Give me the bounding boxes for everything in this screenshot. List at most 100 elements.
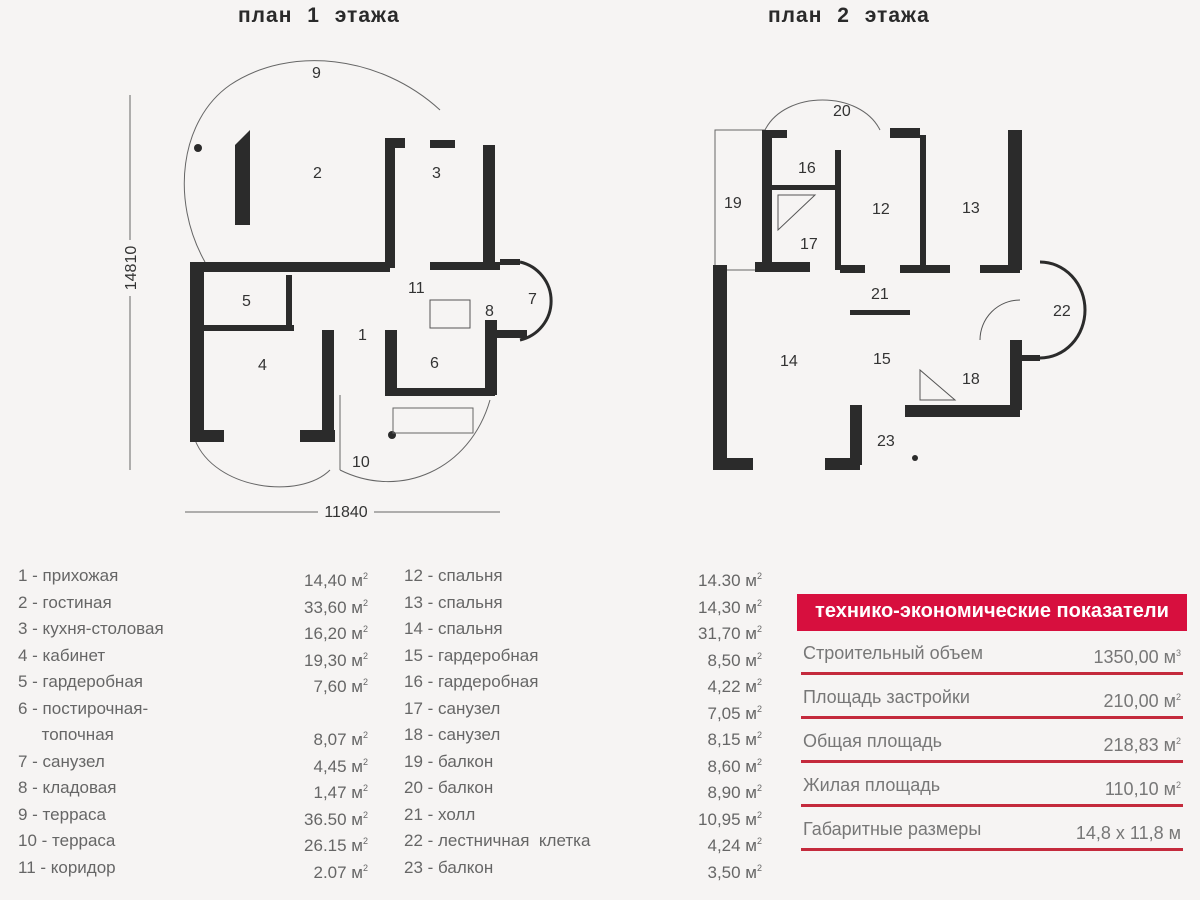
room-name: 16 - гардеробная	[404, 672, 539, 691]
room-area: 33,60 м2	[304, 597, 368, 617]
room-list-item: 12 - спальня 14.30 м2	[404, 563, 762, 590]
room-label: 7	[528, 291, 537, 308]
room-area: 26.15 м2	[304, 836, 368, 855]
room-label: 19	[724, 195, 742, 212]
room-list-item: 13 - спальня 14,30 м2	[404, 590, 762, 617]
room-name: 12 - спальня	[404, 566, 503, 585]
room-name: 9 - терраса	[18, 804, 106, 824]
room-area: 7,05 м2	[707, 703, 762, 723]
floor1-room-labels: 1 2 3 4 5 6 7 8 9 10 11	[242, 65, 537, 471]
tech-row: Строительный объем 1350,00 м3	[801, 631, 1183, 675]
floor-plan-1-dimensions	[129, 95, 500, 513]
tech-label: Строительный объем	[803, 643, 983, 663]
floor-plans: 11840 14810 1 2 3 4 5 6 7 8 9 10 11	[123, 60, 1087, 521]
room-area: 8,07 м2	[313, 730, 368, 749]
room-area: 14,30 м2	[698, 597, 762, 617]
room-area: 1,47 м2	[313, 783, 368, 802]
room-label: 20	[833, 103, 851, 120]
room-name: 14 - спальня	[404, 619, 503, 638]
room-area: 7,60 м2	[313, 677, 368, 696]
tech-label: Габаритные размеры	[803, 819, 982, 839]
room-list-item: 14 - спальня 31,70 м2	[404, 616, 762, 643]
room-name: 2 - гостиная	[18, 592, 112, 612]
room-label: 6	[430, 355, 439, 372]
room-name: 15 - гардеробная	[404, 645, 539, 665]
room-label: 11	[408, 280, 425, 297]
room-label: 22	[1053, 303, 1071, 320]
room-list-item: 9 - терраса 36.50 м2	[18, 802, 368, 829]
tech-row: Площадь застройки 210,00 м2	[801, 675, 1183, 719]
room-list-item: 11 - коридор 2.07 м2	[18, 855, 368, 882]
room-label: 8	[485, 303, 494, 320]
room-area: 4,45 м2	[313, 756, 368, 776]
room-name: 6 - постирочная-	[18, 698, 149, 718]
room-list-item: 20 - балкон 8,90 м2	[404, 775, 762, 802]
room-label: 5	[242, 293, 251, 310]
room-label: 16	[798, 160, 816, 177]
room-list-item: 7 - санузел 4,45 м2	[18, 749, 368, 776]
room-area: 8,15 м2	[707, 730, 762, 749]
room-area: 14,40 м2	[304, 571, 368, 590]
dim-height-label: 14810	[123, 246, 140, 291]
room-name: 21 - холл	[404, 804, 476, 824]
room-area: 8,90 м2	[707, 783, 762, 802]
room-name: 11 - коридор	[18, 857, 116, 877]
room-list-item: 23 - балкон 3,50 м2	[404, 855, 762, 882]
room-label: 15	[873, 351, 891, 368]
terrace-9-outline	[183, 60, 441, 263]
tech-label: Общая площадь	[803, 731, 943, 751]
plan1-title: план 1 этажа	[238, 4, 400, 27]
room-label: 21	[871, 286, 889, 303]
room-area: 8,50 м2	[707, 650, 762, 670]
room-label: 23	[877, 433, 895, 450]
room-label: 14	[780, 353, 798, 370]
tech-value: 210,00 м2	[1103, 691, 1181, 711]
room-name: топочная	[18, 725, 114, 744]
room-name: 4 - кабинет	[18, 645, 106, 665]
tech-row: Габаритные размеры 14,8 х 11,8 м	[801, 807, 1183, 851]
room-label: 2	[313, 165, 322, 182]
room-label: 4	[258, 357, 267, 374]
room-area: 14.30 м2	[698, 571, 762, 590]
room-name: 23 - балкон	[404, 857, 494, 877]
tech-row: Общая площадь 218,83 м2	[801, 719, 1183, 763]
room-list-item: 10 - терраса 26.15 м2	[18, 828, 368, 855]
room-list-item: 2 - гостиная 33,60 м2	[18, 590, 368, 617]
room-label: 1	[358, 327, 367, 344]
room-name: 13 - спальня	[404, 592, 503, 612]
room-area: 16,20 м2	[304, 624, 368, 643]
room-list-item: 6 - постирочная-	[18, 696, 368, 723]
tech-value: 1350,00 м3	[1093, 647, 1181, 667]
room-area: 36.50 м2	[304, 809, 368, 829]
tech-value: 14,8 х 11,8 м	[1075, 823, 1181, 843]
room-name: 20 - балкон	[404, 778, 494, 797]
floor-plan-1	[183, 60, 553, 488]
tech-indicators-title: технико-экономические показатели	[797, 594, 1187, 631]
room-area: 8,60 м2	[707, 756, 762, 776]
room-list-item: 15 - гардеробная 8,50 м2	[404, 643, 762, 670]
room-area: 3,50 м2	[707, 862, 762, 882]
room-area: 10,95 м2	[698, 809, 762, 829]
floor2-room-labels: 12 13 14 15 16 17 18 19 20 21 22 23	[724, 103, 1071, 450]
room-name: 7 - санузел	[18, 751, 105, 771]
room-label: 10	[352, 454, 370, 471]
room-name: 10 - терраса	[18, 831, 116, 850]
terrace-10-outline	[194, 399, 491, 488]
tech-value: 218,83 м2	[1103, 735, 1181, 755]
room-area: 31,70 м2	[698, 624, 762, 643]
room-area: 4,24 м2	[707, 836, 762, 855]
room-list-item: топочная 8,07 м2	[18, 722, 368, 749]
room-area: 2.07 м2	[313, 862, 368, 882]
tech-label: Площадь застройки	[803, 687, 970, 707]
